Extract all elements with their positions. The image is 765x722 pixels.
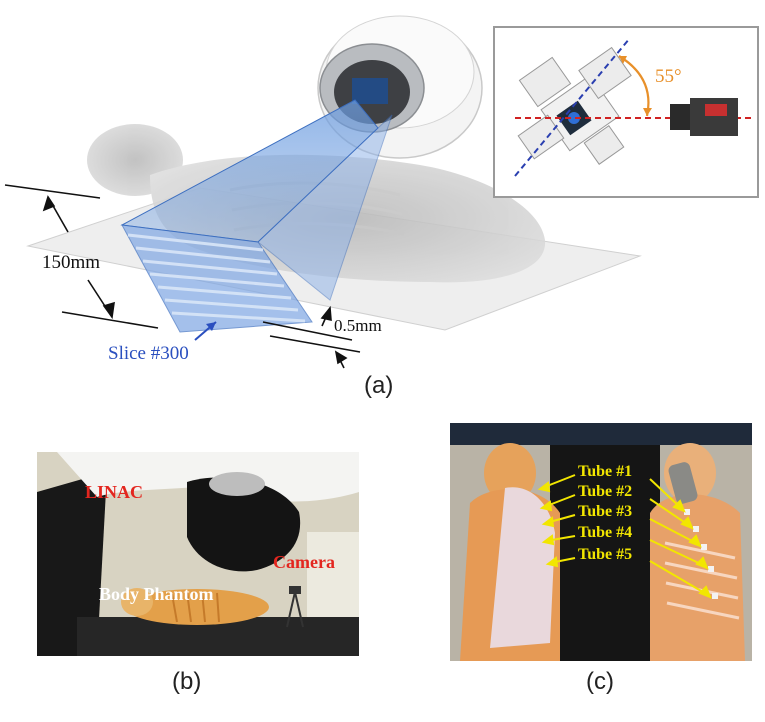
panel-b-photo: LINAC Camera Body Phantom <box>37 452 359 656</box>
dim-05-lines <box>262 305 361 369</box>
panel-a: 150mm 0.5mm Slice #300 <box>4 15 759 399</box>
tube-label-3: Tube #3 <box>578 503 633 520</box>
tube-label-2: Tube #2 <box>578 483 633 500</box>
angle-label: 55° <box>655 66 682 87</box>
panel-c-label: (c) <box>586 668 614 695</box>
gantry-head <box>317 15 483 159</box>
panel-a-label: (a) <box>364 372 394 399</box>
dim-150-lines <box>4 184 159 329</box>
slice-label: Slice #300 <box>108 343 189 364</box>
dim-150-label: 150mm <box>42 252 101 273</box>
inset-graphic <box>514 37 753 177</box>
panel-c-scene <box>450 423 752 661</box>
dim-05-label: 0.5mm <box>334 316 382 335</box>
beam-edge <box>257 114 393 301</box>
panel-c-photo: Tube #1 Tube #2 Tube #3 Tube #4 Tube #5 <box>450 423 752 661</box>
slice-stack <box>121 224 313 333</box>
panel-b-scene <box>37 452 359 656</box>
ct-slice-diagram <box>4 15 642 369</box>
body-phantom-label: Body Phantom <box>99 584 214 604</box>
panel-b-label: (b) <box>172 668 202 695</box>
inset-camera-angle: 55° <box>493 26 759 198</box>
camera-icon <box>670 98 738 136</box>
tube-label-4: Tube #4 <box>578 524 633 541</box>
tube-label-1: Tube #1 <box>578 463 633 480</box>
camera-label: Camera <box>273 552 335 572</box>
linac-label: LINAC <box>85 482 144 502</box>
linac-top-view <box>517 46 632 165</box>
tube-label-5: Tube #5 <box>578 546 633 563</box>
